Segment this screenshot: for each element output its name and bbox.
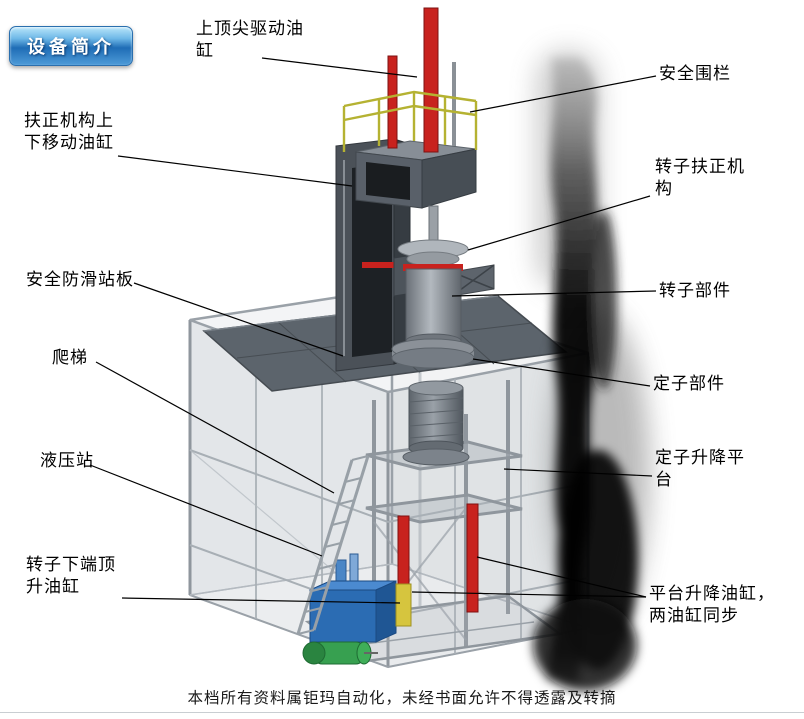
label-ladder: 爬梯: [52, 348, 88, 367]
label-hydraulic-station: 液压站: [40, 451, 94, 470]
page-title: 设备简介: [27, 37, 115, 57]
footer-disclaimer: 本档所有资料属钜玛自动化，未经书面允许不得透露及转摘: [187, 690, 617, 707]
bottom-divider: [0, 712, 804, 713]
label-platform-lift-cylinders: 平台升降油缸， 两油缸同步: [649, 584, 775, 626]
label-rotor-part: 转子部件: [659, 281, 731, 300]
label-antislip-plate: 安全防滑站板: [26, 270, 134, 289]
head-box-graphic: [355, 140, 477, 209]
label-rotor-bottom-jack-cylinder: 转子下端顶 升油缸: [26, 555, 116, 597]
label-stator-lift-platform: 定子升降平 台: [655, 448, 745, 490]
label-top-drive-cylinder: 上顶尖驱动油 缸: [196, 19, 304, 61]
label-stator-part: 定子部件: [653, 374, 725, 393]
label-rotor-centering-mechanism: 转子扶正机 构: [655, 157, 745, 199]
rotor-assembly-graphic: [391, 205, 475, 466]
page-title-badge: 设备简介: [9, 26, 133, 66]
top-drive-cylinders-graphic: [387, 7, 456, 153]
safety-fence-graphic: [342, 90, 478, 152]
label-centering-updown-cylinder: 扶正机构上 下移动油缸: [24, 111, 114, 153]
label-safety-fence: 安全围栏: [659, 64, 731, 83]
